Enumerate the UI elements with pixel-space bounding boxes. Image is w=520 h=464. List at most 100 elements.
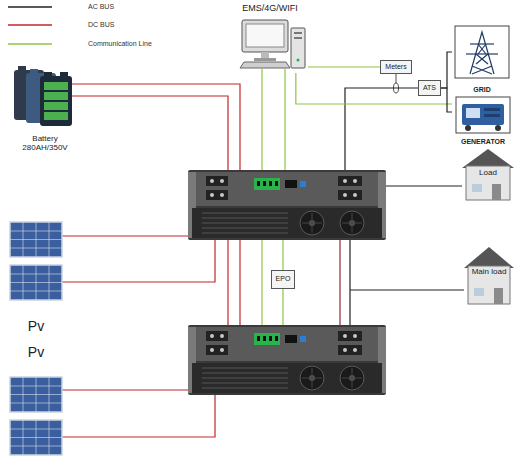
- meters-label: Meters: [385, 63, 406, 71]
- dc-bus-wires: [62, 395, 215, 437]
- grid-tower-icon: [466, 32, 498, 74]
- dc-bus-wires: [227, 240, 228, 325]
- generator-icon: [456, 97, 510, 133]
- pv-label: Pv: [28, 318, 44, 334]
- battery-icon: [44, 112, 68, 120]
- communication-wires: [282, 240, 283, 270]
- ems-computer-icon: [261, 52, 269, 58]
- ac-bus-wires: [345, 88, 418, 170]
- load-house-icon: [492, 184, 501, 200]
- dc-bus-wires: [72, 84, 240, 170]
- legend-line-sample: [8, 6, 52, 8]
- pv-array: [10, 222, 62, 257]
- ems-node: EMS/4G/WIFI: [232, 3, 308, 73]
- grid-tower-icon: [455, 26, 509, 78]
- generator-icon: [484, 114, 500, 117]
- generator-node: GENERATOR: [452, 94, 514, 146]
- battery-icon: [18, 66, 26, 71]
- inverters: [188, 325, 386, 395]
- battery-icon: [44, 82, 68, 90]
- ems-computer-icon: [240, 20, 305, 68]
- pv-array: [10, 265, 62, 300]
- bus-connector: [441, 88, 452, 112]
- load-house-icon: [472, 184, 482, 192]
- generator-icon: [484, 108, 500, 111]
- grid-tower-icon: [455, 26, 509, 78]
- grid-tower-icon: [470, 32, 494, 74]
- main-load-house-icon: [468, 266, 510, 304]
- ems-computer-icon: [294, 32, 302, 34]
- ems-computer-icon: [246, 24, 284, 47]
- inverters: [188, 170, 386, 240]
- pv-node: Pv: [6, 344, 66, 458]
- grid-tower-icon: [466, 53, 498, 54]
- bus-connector: [308, 66, 380, 67]
- grid-tower-icon: [470, 43, 494, 44]
- battery-label: 280AH/350V: [22, 143, 67, 152]
- battery-icon: [30, 69, 38, 74]
- main-load-label: Main load: [472, 267, 507, 276]
- battery-icon: [60, 72, 68, 77]
- main-load-house-icon: [474, 288, 484, 296]
- main-load-house-icon: [494, 288, 503, 304]
- ac-bus-wires: [350, 289, 464, 290]
- generator-icon: [466, 108, 480, 118]
- battery-icon: [44, 72, 52, 77]
- ac-bus-wires: [386, 185, 462, 186]
- bus-connector: [441, 52, 452, 88]
- pv-array: [10, 377, 62, 412]
- load-house-icon: [466, 166, 510, 200]
- load-house-icon: [462, 149, 514, 168]
- generator-icon: [456, 97, 510, 133]
- main-load-node: Main load: [464, 246, 514, 306]
- dc-bus-wires: [72, 96, 228, 170]
- inverters: [188, 170, 386, 395]
- dc-bus-wires: [239, 240, 240, 325]
- generator-icon: [462, 104, 504, 125]
- dc-bus-wires: [62, 235, 188, 236]
- meters-box: Meters: [380, 60, 412, 74]
- generator-icon: [465, 125, 471, 131]
- ac-bus-wires: [394, 83, 399, 93]
- bus-connector: [296, 73, 452, 104]
- communication-wires: [284, 69, 285, 170]
- epo-box: EPO: [271, 270, 295, 289]
- pv-label: Pv: [28, 344, 44, 360]
- battery-node: Battery280AH/350V: [5, 62, 85, 152]
- main-load-house-icon: [464, 247, 514, 304]
- ats-label: ATS: [423, 84, 436, 92]
- load-label: Load: [479, 168, 497, 177]
- battery-icon: [44, 102, 68, 110]
- grid-tower-icon: [476, 44, 488, 64]
- ems-computer-icon: [242, 20, 288, 52]
- legend-text: AC BUS: [88, 3, 114, 11]
- battery-label: Battery: [32, 134, 57, 143]
- pv-array: [10, 222, 62, 455]
- legend-line-sample: [8, 24, 52, 26]
- epo-label: EPO: [276, 275, 291, 283]
- grid-tower-icon: [472, 66, 492, 74]
- ems-computer-icon: [254, 58, 276, 61]
- battery-icon: [40, 76, 72, 126]
- load-node: Load: [462, 148, 514, 202]
- dc-bus-wires: [62, 389, 188, 390]
- ac-bus-wires: [349, 240, 350, 325]
- legend-text: DC BUS: [88, 21, 114, 29]
- legend-text: Communication Line: [88, 40, 152, 48]
- ems-computer-icon: [294, 37, 302, 39]
- generator-label: GENERATOR: [461, 138, 505, 146]
- grid-node: GRID: [452, 22, 512, 94]
- grid-label: GRID: [473, 86, 491, 94]
- communication-wires: [261, 69, 262, 170]
- dc-bus-wires: [339, 240, 340, 325]
- ems-computer-icon: [240, 62, 290, 68]
- communication-wires: [282, 289, 283, 325]
- battery-icon: [44, 92, 68, 100]
- dc-bus-wires: [62, 240, 215, 282]
- load-house-icon: [462, 149, 514, 200]
- ems-label: EMS/4G/WIFI: [242, 3, 298, 13]
